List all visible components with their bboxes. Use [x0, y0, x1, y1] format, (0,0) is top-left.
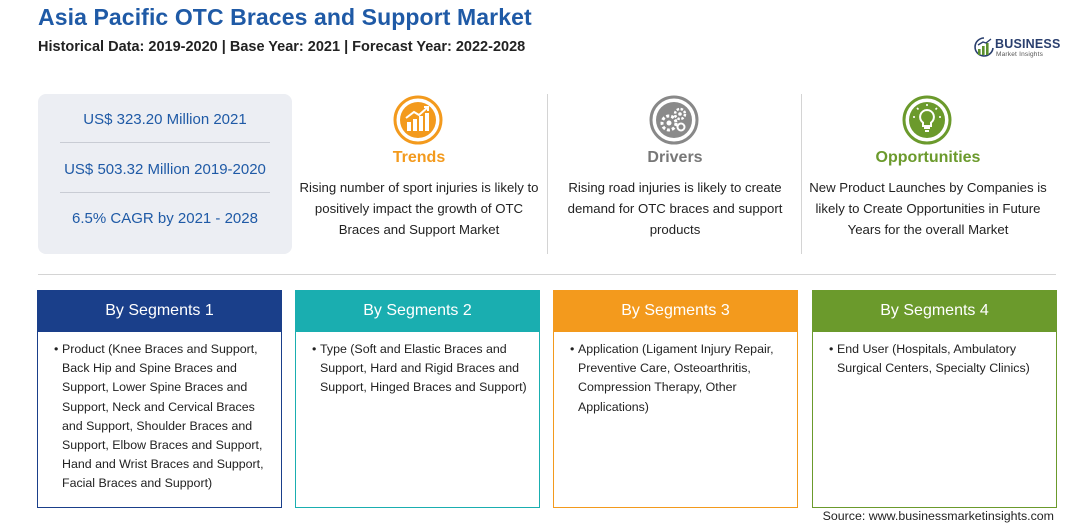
segment-4-text: End User (Hospitals, Ambulatory Surgical… [837, 342, 1030, 376]
page-subtitle: Historical Data: 2019-2020 | Base Year: … [38, 39, 526, 55]
stat-market-value-2021: US$ 323.20 Million 2021 [83, 111, 247, 128]
trends-heading: Trends [392, 149, 446, 166]
page-title: Asia Pacific OTC Braces and Support Mark… [38, 4, 532, 30]
segment-card-2: By Segments 2 • Type (Soft and Elastic B… [295, 290, 540, 508]
business-market-insights-logo[interactable]: BUSINESS Market Insights [974, 36, 1064, 62]
bullet: • [312, 342, 317, 356]
trends-column: Trends Rising number of sport injuries i… [297, 95, 541, 255]
column-divider [547, 94, 548, 254]
drivers-column: Drivers Rising road injuries is likely t… [553, 95, 797, 255]
stat-cagr: 6.5% CAGR by 2021 - 2028 [72, 210, 258, 227]
segment-3-text: Application (Ligament Injury Repair, Pre… [578, 342, 774, 414]
drivers-text: Rising road injuries is likely to create… [567, 180, 783, 237]
segment-1-text: Product (Knee Braces and Support, Back H… [62, 342, 264, 491]
stat-divider [60, 192, 270, 193]
gears-icon [649, 95, 699, 145]
bullet: • [829, 342, 834, 356]
segment-1-heading: By Segments 1 [38, 290, 281, 332]
trends-text: Rising number of sport injuries is likel… [299, 180, 539, 237]
drivers-heading: Drivers [647, 149, 703, 166]
bullet: • [54, 342, 59, 356]
bullet: • [570, 342, 575, 356]
segment-2-heading: By Segments 2 [296, 290, 539, 332]
source-link[interactable]: Source: www.businessmarketinsights.com [822, 509, 1054, 523]
segment-3-heading: By Segments 3 [554, 290, 797, 332]
key-stats-panel: US$ 323.20 Million 2021 US$ 503.32 Milli… [38, 94, 292, 254]
segment-2-text: Type (Soft and Elastic Braces and Suppor… [320, 342, 527, 395]
trending-chart-icon [393, 95, 443, 145]
segment-card-1: By Segments 1 • Product (Knee Braces and… [37, 290, 282, 508]
stat-divider [60, 142, 270, 143]
segment-card-3: By Segments 3 • Application (Ligament In… [553, 290, 798, 508]
section-divider [38, 274, 1056, 275]
opportunities-heading: Opportunities [875, 149, 981, 166]
opportunities-text: New Product Launches by Companies is lik… [809, 180, 1047, 237]
segment-card-4: By Segments 4 • End User (Hospitals, Amb… [812, 290, 1057, 508]
column-divider [801, 94, 802, 254]
logo-name: BUSINESS [995, 37, 1061, 51]
segment-4-heading: By Segments 4 [813, 290, 1056, 332]
opportunities-column: Opportunities New Product Launches by Co… [806, 95, 1050, 255]
lightbulb-icon [902, 95, 952, 145]
bar-chart-globe-icon [974, 37, 994, 57]
stat-market-value-historical: US$ 503.32 Million 2019-2020 [64, 161, 266, 178]
logo-tagline: Market Insights [996, 51, 1044, 58]
